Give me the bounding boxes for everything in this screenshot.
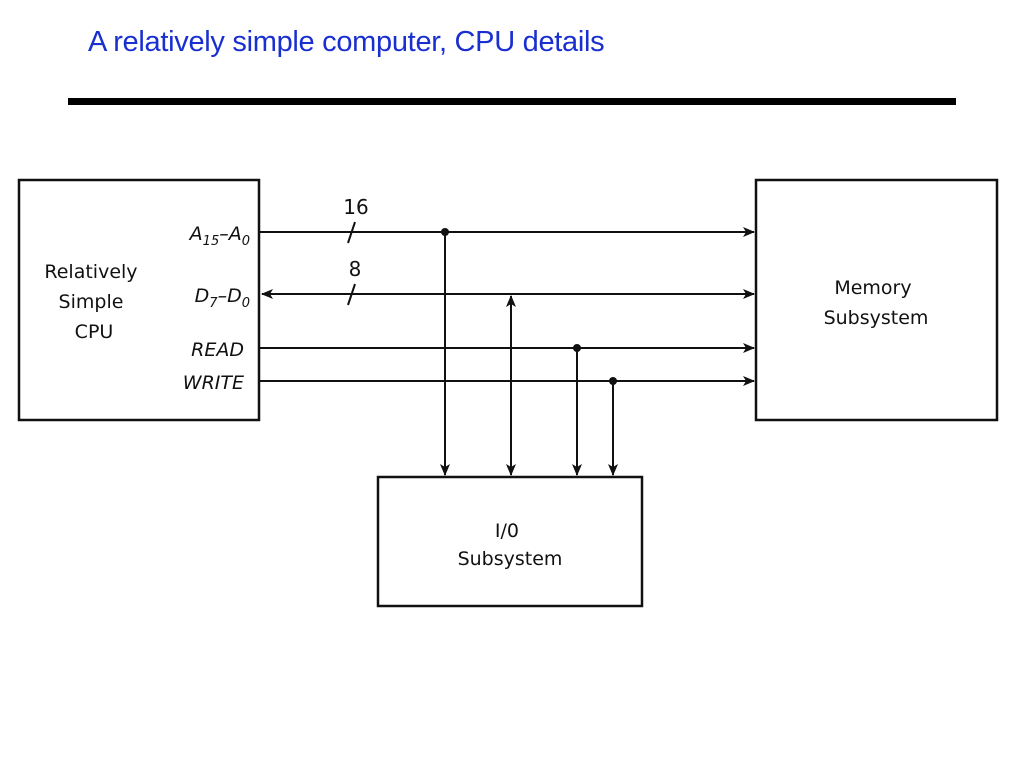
address-bus-label: A15–A0 xyxy=(188,223,250,249)
slide-title: A relatively simple computer, CPU detail… xyxy=(88,26,605,58)
cpu-box xyxy=(17,178,261,422)
data-bus-width: 8 xyxy=(349,257,362,281)
address-bus-width-slash xyxy=(347,221,356,244)
data-bus-label: D7–D0 xyxy=(195,285,250,311)
memory-box xyxy=(754,178,999,422)
read-signal-label: READ xyxy=(191,339,244,361)
cpu-label: Relatively Simple CPU xyxy=(44,261,143,343)
data-bus-width-slash xyxy=(347,283,356,306)
address-bus-width: 16 xyxy=(343,195,368,219)
write-signal-label: WRITE xyxy=(183,372,244,394)
io-label: I/0 Subsystem xyxy=(458,520,563,570)
title-divider xyxy=(68,98,956,105)
memory-label: Memory Subsystem xyxy=(824,277,929,329)
io-box xyxy=(376,475,644,608)
